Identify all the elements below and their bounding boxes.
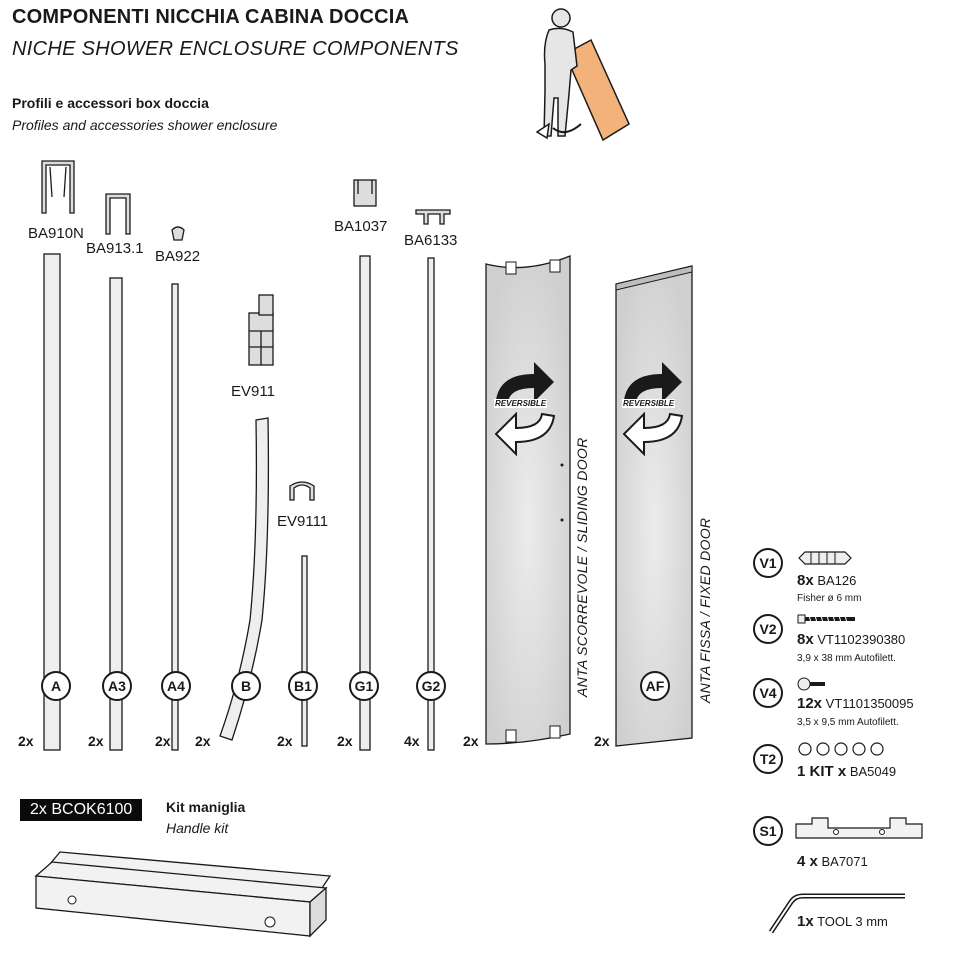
profile-ba910n-section-icon xyxy=(41,160,75,214)
marker-b: B xyxy=(231,671,261,701)
profile-ba922-section-icon xyxy=(171,226,185,241)
fixed-door-label: ANTA FISSA / FIXED DOOR xyxy=(697,517,713,703)
sliding-door-label: ANTA SCORREVOLE / SLIDING DOOR xyxy=(574,437,590,698)
marker-t2: T2 xyxy=(753,744,783,774)
bar-a4 xyxy=(171,283,179,751)
hw-desc-v1: Fisher ø 6 mm xyxy=(797,593,862,604)
wall-plug-icon xyxy=(798,551,852,565)
reversible-arrows-icon-2 xyxy=(622,362,684,456)
qty-g2: 4x xyxy=(404,733,420,749)
profile-ev9111-section-icon xyxy=(289,481,315,501)
hw-qty-v1: 8x xyxy=(797,572,814,589)
hw-code-tool: TOOL 3 mm xyxy=(817,914,888,929)
bar-g2 xyxy=(427,257,435,751)
profile-code-g2: BA6133 xyxy=(404,232,458,249)
marker-af: AF xyxy=(640,671,670,701)
bar-b xyxy=(219,417,270,741)
qty-a3: 2x xyxy=(88,733,104,749)
bar-b1 xyxy=(301,555,308,747)
bar-a xyxy=(43,253,61,751)
bar-a3 xyxy=(109,277,123,751)
profile-code-g1: BA1037 xyxy=(334,218,388,235)
hw-desc-v4: 3,5 x 9,5 mm Autofilett. xyxy=(797,717,899,728)
marker-b1: B1 xyxy=(288,671,318,701)
profile-code-a3: BA913.1 xyxy=(86,240,144,257)
marker-v2: V2 xyxy=(753,614,783,644)
hw-qty-t2: 1 KIT x xyxy=(797,763,847,780)
marker-a4: A4 xyxy=(161,671,191,701)
profile-code-b1: EV9111 xyxy=(277,513,329,530)
profile-code-a4: BA922 xyxy=(155,248,201,265)
sliding-door-panel xyxy=(485,255,571,745)
hw-qty-s1: 4 x xyxy=(797,853,818,870)
hw-qty-v2: 8x xyxy=(797,631,814,648)
marker-g2: G2 xyxy=(416,671,446,701)
qty-a4: 2x xyxy=(155,733,171,749)
marker-a3: A3 xyxy=(102,671,132,701)
profile-ba1037-section-icon xyxy=(353,179,377,207)
qty-fixed-door: 2x xyxy=(594,733,610,749)
profile-code-a: BA910N xyxy=(28,225,84,242)
short-screw-icon xyxy=(797,677,825,691)
kit-code-badge: 2x BCOK6100 xyxy=(20,799,143,821)
hw-code-t2: BA5049 xyxy=(849,764,897,779)
hw-qty-v4: 12x xyxy=(797,695,823,712)
qty-g1: 2x xyxy=(337,733,353,749)
marker-g1: G1 xyxy=(349,671,379,701)
section-subtitle: Profili e accessori box doccia xyxy=(12,95,209,111)
page-title: COMPONENTI NICCHIA CABINA DOCCIA xyxy=(12,6,410,28)
hw-code-v1: BA126 xyxy=(817,573,857,588)
profile-bars xyxy=(43,253,435,751)
kit-title: Kit maniglia xyxy=(166,799,246,815)
person-carrying-panel-icon xyxy=(535,8,630,142)
qty-b1: 2x xyxy=(277,733,293,749)
reversible-label-2: REVERSIBLE xyxy=(622,399,676,408)
section-subtitle-en: Profiles and accessories shower enclosur… xyxy=(12,117,278,133)
hw-code-v4: VT1101350095 xyxy=(825,696,914,711)
profile-ev911-section-icon xyxy=(248,294,274,366)
profile-ba913-section-icon xyxy=(105,193,131,235)
hw-desc-v2: 3,9 x 38 mm Autofilett. xyxy=(797,653,896,664)
marker-a: A xyxy=(41,671,71,701)
page-title-en: NICHE SHOWER ENCLOSURE COMPONENTS xyxy=(12,38,459,60)
bar-g1 xyxy=(359,255,371,751)
bracket-s1-icon xyxy=(795,817,923,839)
kit-title-en: Handle kit xyxy=(166,820,229,836)
long-screw-icon xyxy=(797,614,855,624)
allen-key-icon xyxy=(768,893,905,934)
profile-ba6133-section-icon xyxy=(415,209,451,225)
qty-b: 2x xyxy=(195,733,211,749)
profile-code-b: EV911 xyxy=(231,383,275,400)
qty-sliding-door: 2x xyxy=(463,733,479,749)
qty-a: 2x xyxy=(18,733,34,749)
caps-kit-icon xyxy=(798,742,884,756)
hw-code-v2: VT1102390380 xyxy=(817,632,906,647)
hw-code-s1: BA7071 xyxy=(821,854,868,869)
marker-v4: V4 xyxy=(753,678,783,708)
marker-s1: S1 xyxy=(753,816,783,846)
reversible-label-1: REVERSIBLE xyxy=(494,399,548,408)
handle-kit-illustration xyxy=(34,851,332,938)
marker-v1: V1 xyxy=(753,548,783,578)
reversible-arrows-icon xyxy=(494,362,556,456)
hw-qty-tool: 1x xyxy=(797,913,814,930)
